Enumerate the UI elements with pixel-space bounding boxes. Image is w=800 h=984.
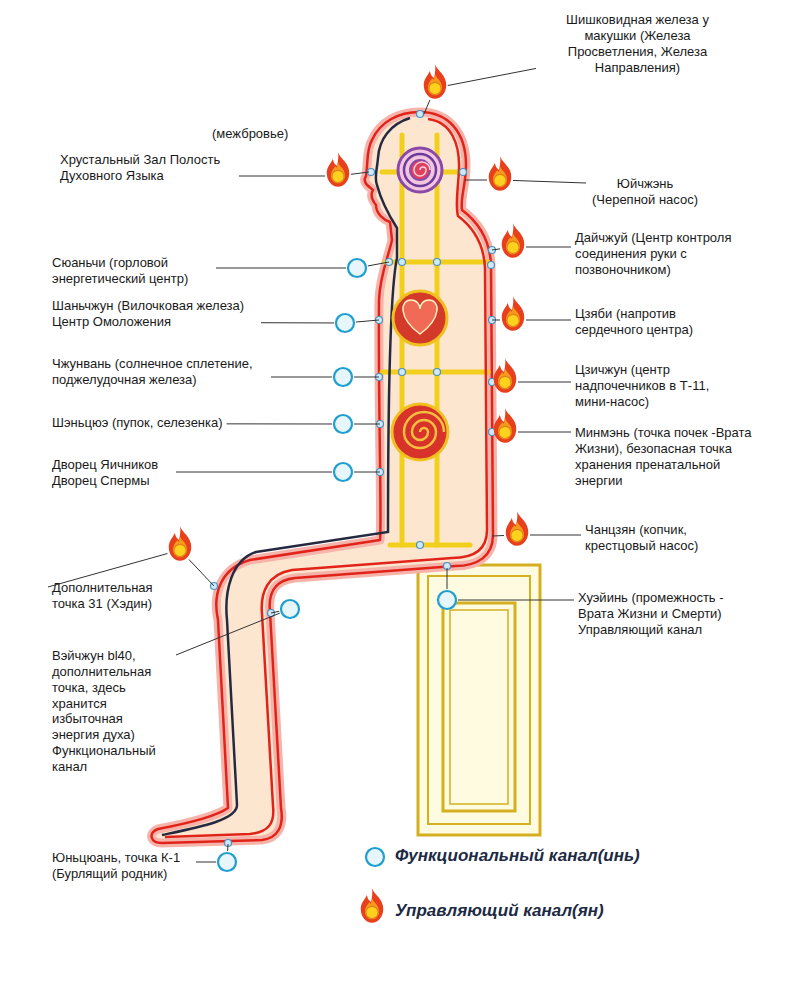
point-label: (межбровье): [212, 126, 288, 142]
leader-line: [530, 535, 581, 536]
leader-line: [271, 377, 332, 378]
leader-line: [176, 613, 280, 655]
body-point: [434, 259, 441, 266]
pointer-line: [354, 377, 379, 378]
chair: [418, 565, 540, 835]
head-center: [398, 148, 442, 192]
point-icons: [169, 64, 529, 923]
fire-icon: [502, 223, 525, 258]
blue-circle-icon: [336, 314, 354, 332]
body-silhouette: [152, 112, 493, 843]
blue-circle-icon: [218, 853, 236, 871]
pointer-line: [492, 535, 504, 536]
point-label: Шэньцюэ (пупок, селезенка): [52, 415, 223, 431]
pointer-lines: [189, 100, 504, 851]
navel-center: [392, 404, 448, 460]
fire-icon: [502, 296, 525, 331]
leader-line: [239, 176, 325, 177]
point-label: Вэйчжун bl40, дополнительная точка, здес…: [52, 648, 172, 775]
leader-line: [513, 180, 586, 183]
fire-icon: [506, 511, 529, 546]
fire-icon: [424, 64, 447, 99]
point-label: Шишковидная железа у макушки (Железа Про…: [540, 12, 735, 75]
fire-icon: [494, 408, 517, 443]
body-point: [399, 369, 406, 376]
point-label: Сюаньчи (горловой энергетический центр): [52, 255, 212, 287]
pointer-line: [227, 844, 228, 851]
point-label: Шаньчжун (Вилочковая железа) Центр Омоло…: [52, 298, 257, 330]
blue-circle-icon: [366, 848, 384, 866]
point-label: Цзичжун (центр надпочечников в Т-11, мин…: [575, 362, 720, 410]
leader-lines: [48, 68, 586, 862]
body-point: [488, 262, 495, 269]
pointer-line: [354, 472, 380, 473]
leader-line: [458, 600, 574, 601]
point-label: Юйчжэнь (Черепной насос): [590, 176, 700, 208]
blue-circle-icon: [334, 415, 352, 433]
point-label: Юньцюань, точка К-1 (Бурлящий родник): [52, 850, 192, 882]
pointer-line: [447, 568, 448, 589]
pointer-line: [271, 611, 279, 613]
leader-line: [518, 432, 571, 433]
point-label: Хрустальный Зал Полость Духовного Языка: [60, 152, 235, 184]
blue-circle-icon: [281, 600, 299, 618]
functional-channel-line: [162, 118, 410, 835]
body-point: [460, 169, 467, 176]
fire-icon: [361, 888, 384, 923]
pointer-line: [465, 180, 487, 181]
blue-circle-icon: [334, 368, 352, 386]
body-point: [399, 259, 406, 266]
point-label: Цзяби (напротив сердечного центра): [575, 306, 705, 338]
pointer-line: [368, 262, 389, 266]
body-point: [434, 369, 441, 376]
fire-icon: [169, 526, 192, 561]
leader-line: [216, 268, 346, 269]
blue-circle-icon: [438, 591, 456, 609]
point-label: Чанцзян (копчик, крестцовый насос): [585, 522, 715, 554]
legend-label: Функциональный канал(инь): [395, 846, 640, 866]
point-label: Дополнительная точка 31 (Хэдин): [52, 580, 182, 612]
pointer-line: [351, 172, 369, 174]
blue-circle-icon: [334, 463, 352, 481]
heart-center: [393, 291, 447, 345]
leader-line: [227, 423, 332, 424]
pointer-line: [356, 320, 379, 322]
legend-label: Управляющий канал(ян): [395, 901, 604, 921]
point-label: Минмэнь (точка почек -Врата Жизни), безо…: [575, 425, 755, 488]
leader-line: [518, 382, 571, 383]
point-label: Дайчжуй (Центр контроля соединения руки …: [575, 230, 745, 278]
pointer-line: [424, 100, 430, 114]
body-point: [417, 542, 424, 549]
body-point: [417, 111, 424, 118]
fire-icon: [494, 358, 517, 393]
governing-channel-line: [165, 119, 487, 837]
leader-line: [196, 862, 216, 863]
body-points: [211, 111, 496, 847]
point-label: Дворец Яичников Дворец Спермы: [52, 457, 172, 489]
leader-line: [526, 247, 571, 248]
leader-line: [526, 320, 571, 321]
energy-ladder: [382, 135, 488, 545]
fire-icon: [327, 152, 350, 187]
fire-icon: [489, 156, 512, 191]
point-label: Хуэйинь (промежность - Врата Жизни и Сме…: [578, 590, 748, 638]
pointer-line: [492, 249, 500, 250]
leader-line: [448, 68, 536, 85]
leader-line: [176, 472, 332, 473]
pointer-line: [492, 320, 500, 321]
pointer-line: [189, 559, 214, 586]
leader-line: [261, 322, 334, 323]
blue-circle-icon: [348, 259, 366, 277]
point-label: Чжунвань (солнечное сплетение, поджелудо…: [52, 356, 267, 388]
pointer-line: [354, 424, 380, 425]
